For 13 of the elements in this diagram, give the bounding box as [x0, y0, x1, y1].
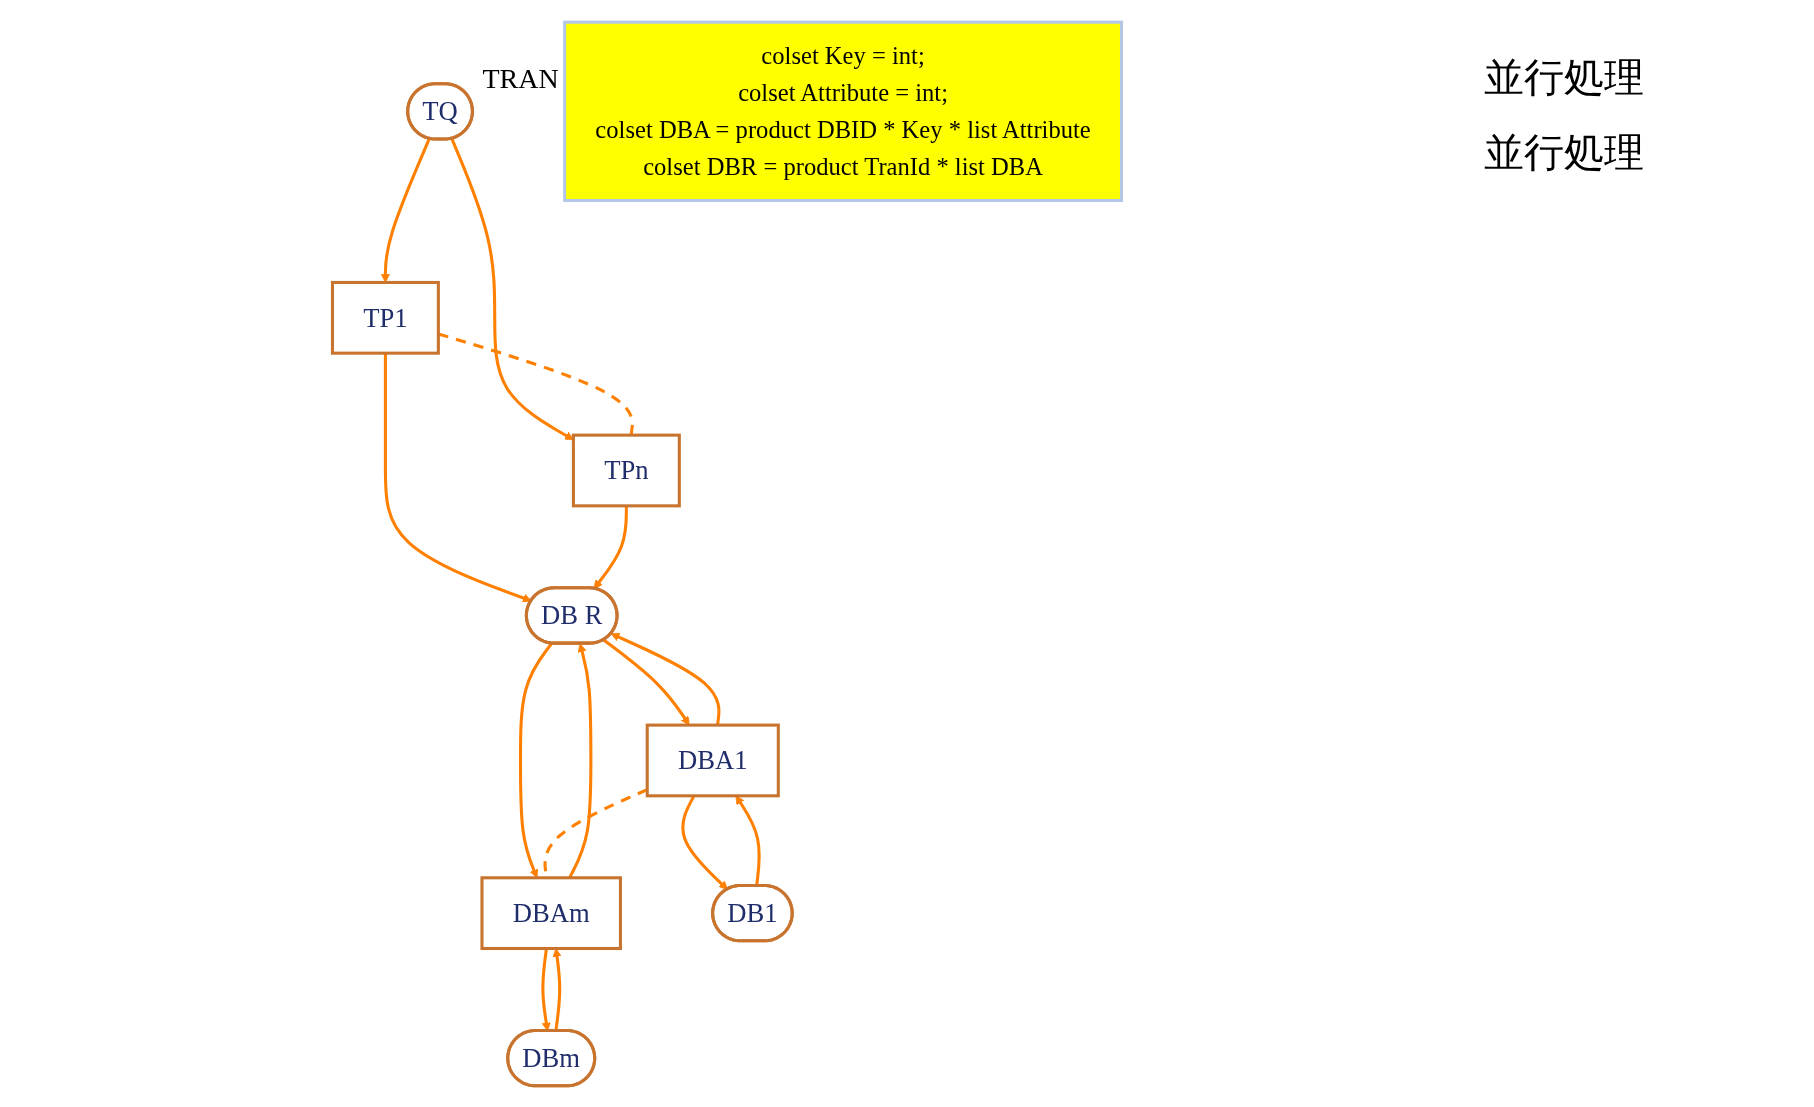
node-caption: TRAN [482, 63, 559, 96]
note-label: 並行処理 [1484, 54, 1645, 102]
arrow [610, 632, 721, 725]
arrow [383, 352, 532, 602]
node-box: TP1 [330, 280, 440, 355]
node-box: DBA1 [645, 723, 780, 797]
node-box: DBAm [480, 875, 622, 950]
note-label: 並行処理 [1484, 129, 1645, 177]
node-box: TPn [571, 433, 681, 507]
arrow [568, 642, 593, 878]
node-box: colset Key = int; colset Attribute = int; colset DBA = product DBID * Key * list Attribute colset DBR = product TranId * list DBA [563, 20, 1124, 202]
arrow [593, 505, 628, 589]
arrow [518, 642, 553, 878]
